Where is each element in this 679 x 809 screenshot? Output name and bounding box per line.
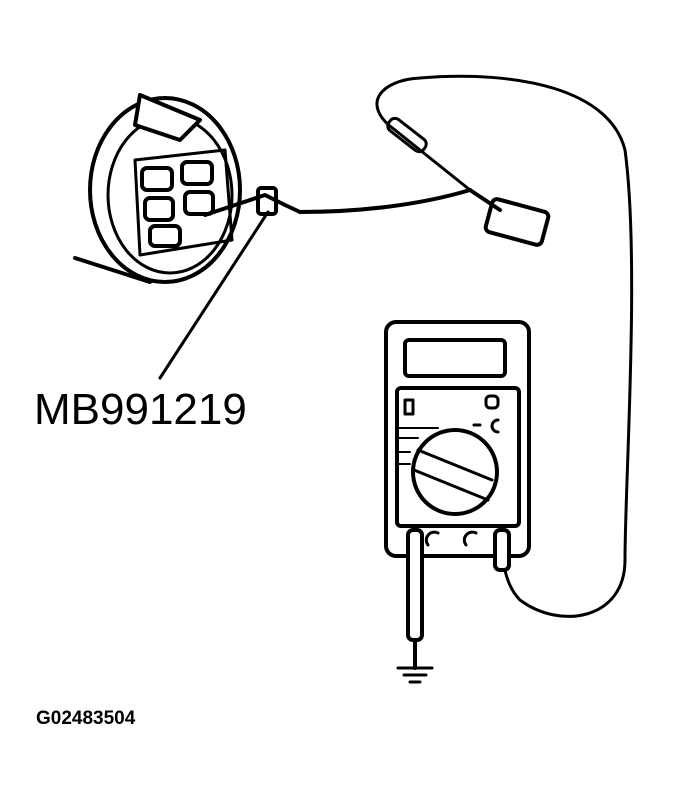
- multimeter: [384, 320, 531, 558]
- harness-probe: [203, 186, 551, 247]
- part-number-label: MB991219: [34, 385, 247, 434]
- meter-probes: [406, 528, 511, 670]
- leader-line: [158, 210, 270, 380]
- figure-id-label: G02483504: [36, 708, 136, 729]
- ground-icon: [396, 666, 434, 684]
- test-lead-wire: [375, 74, 634, 618]
- connector: [73, 93, 242, 284]
